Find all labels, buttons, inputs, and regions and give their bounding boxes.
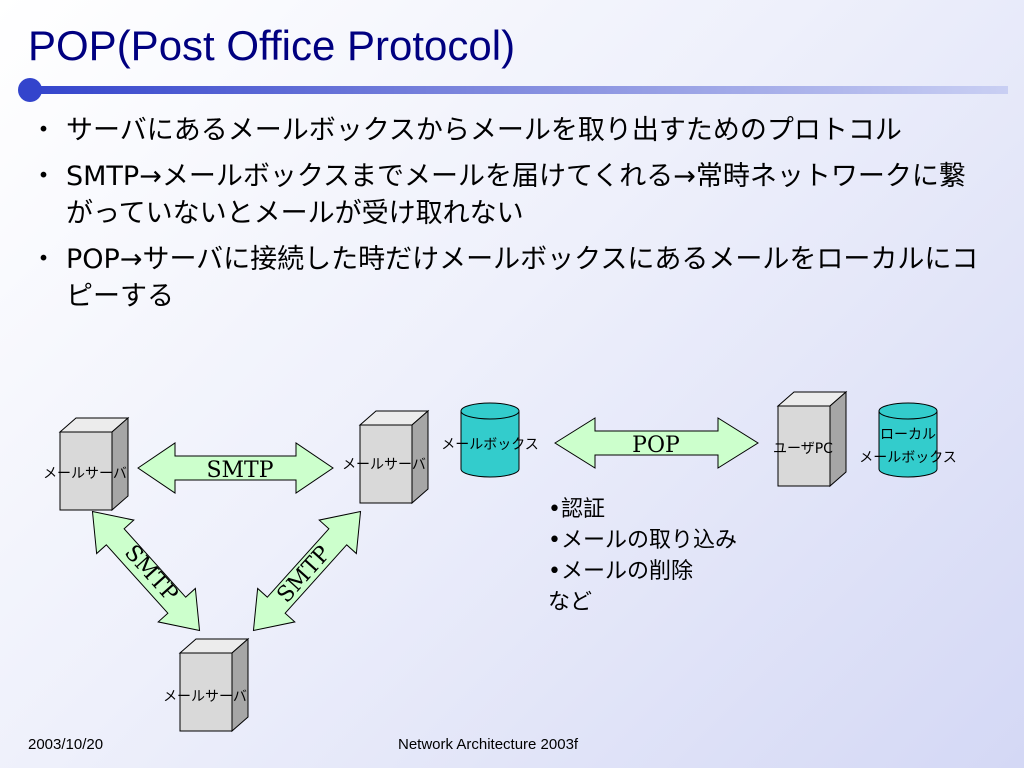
mail-server-bottom-label: メールサーバ [163, 689, 247, 705]
local-mailbox-label-line1: ローカル [880, 427, 936, 443]
smtp-label-right-diagonal: SMTP [272, 541, 336, 608]
bullet-item: ・ POP→サーバに接続した時だけメールボックスにあるメールをローカルにコピーす… [30, 241, 990, 315]
mailbox-label: メールボックス [441, 437, 539, 453]
user-pc-label: ユーザPC [773, 441, 833, 457]
title-underline [30, 86, 1008, 94]
bullet-marker: ・ [30, 244, 57, 275]
bullet-marker: ・ [30, 115, 57, 146]
smtp-arrow-horizontal [137, 442, 334, 494]
feature-trailer: など [548, 590, 593, 615]
mail-server-left [58, 416, 130, 512]
local-mailbox-cylinder [878, 402, 938, 478]
bullet-text: サーバにあるメールボックスからメールを取り出すためのプロトコル [66, 115, 902, 146]
local-mailbox-label-line2: メールボックス [859, 450, 957, 466]
smtp-label-horizontal: SMTP [206, 458, 273, 483]
smtp-arrow-left-diagonal [91, 510, 201, 632]
pop-arrow [554, 417, 759, 469]
bullet-item: ・ SMTP→メールボックスまでメールを届けてくれる→常時ネットワークに繋がって… [30, 158, 990, 232]
user-pc [776, 390, 848, 488]
smtp-arrow-right-diagonal [252, 510, 362, 632]
mailbox-cylinder [460, 402, 520, 478]
mail-server-top-label: メールサーバ [342, 457, 426, 473]
pop-label: POP [632, 433, 680, 458]
pop-features-list: •認証 •メールの取り込み •メールの削除 など [548, 494, 737, 618]
slide-title: POP(Post Office Protocol) [28, 22, 516, 69]
bullet-text: SMTP→メールボックスまでメールを届けてくれる→常時ネットワークに繋がっていな… [66, 161, 966, 229]
bullet-text: POP→サーバに接続した時だけメールボックスにあるメールをローカルにコピーする [66, 244, 979, 312]
bullet-marker: ・ [30, 161, 57, 192]
mail-server-bottom [178, 637, 250, 733]
mail-server-top [358, 409, 430, 505]
bullet-item: ・ サーバにあるメールボックスからメールを取り出すためのプロトコル [30, 112, 990, 149]
title-underline-dot [18, 78, 42, 102]
feature-item: •メールの取り込み [548, 528, 737, 553]
smtp-label-left-diagonal: SMTP [119, 540, 183, 607]
footer-date: 2003/10/20 [28, 736, 104, 753]
feature-item: •認証 [548, 497, 605, 522]
footer-course: Network Architecture 2003f [398, 736, 579, 753]
mail-server-left-label: メールサーバ [43, 466, 127, 482]
bullet-list: ・ サーバにあるメールボックスからメールを取り出すためのプロトコル ・ SMTP… [30, 112, 990, 324]
feature-item: •メールの削除 [548, 559, 693, 584]
